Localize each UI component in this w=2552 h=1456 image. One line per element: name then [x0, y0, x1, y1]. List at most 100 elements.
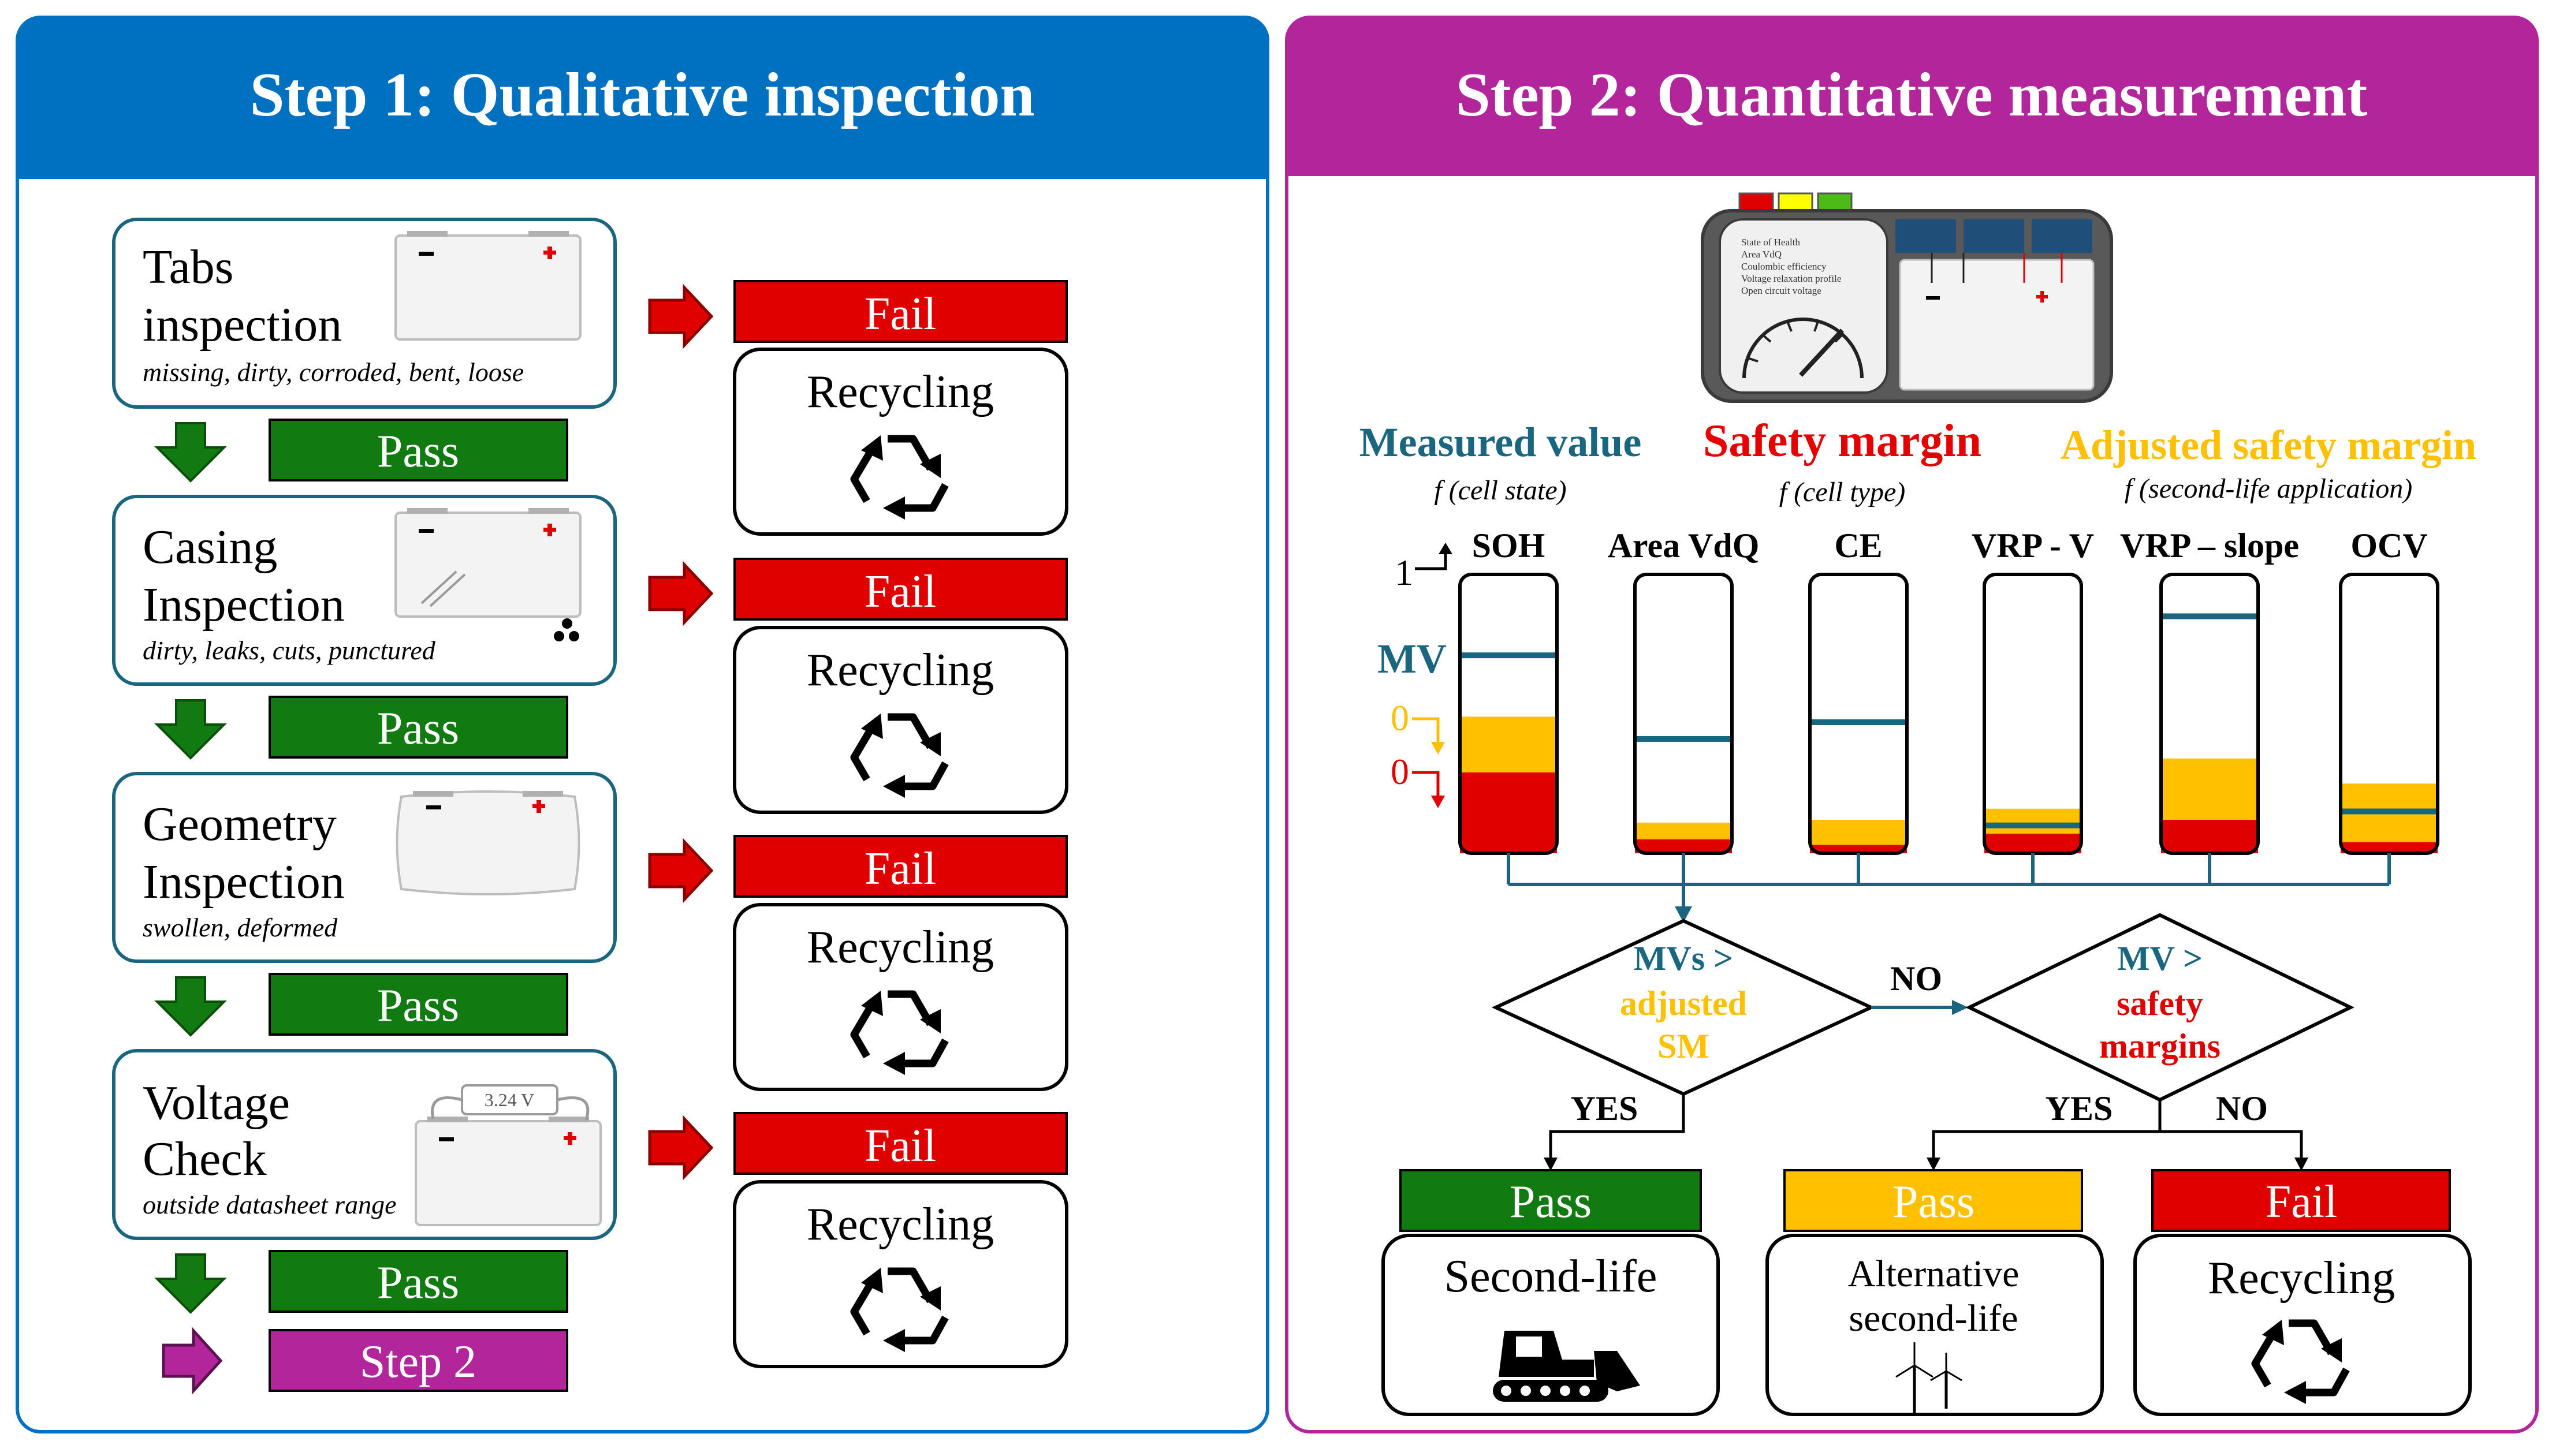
- pass-bar: Pass: [269, 419, 568, 481]
- arrow-right-icon: [648, 561, 714, 626]
- arrow-right-icon: [648, 1115, 714, 1181]
- outcome-status-bar: [1399, 1169, 1702, 1232]
- outcome-label-line2: second-life: [1849, 1297, 2018, 1339]
- no-label: NO: [1890, 960, 1942, 998]
- mv-label: MV: [1377, 636, 1447, 682]
- svg-text:Area VdQ: Area VdQ: [1741, 249, 1782, 260]
- check-title-line2: Inspection: [143, 578, 345, 632]
- fail-bar: Fail: [733, 280, 1068, 343]
- no-arrow-connector: NO: [1871, 960, 1968, 1015]
- arrow-down-icon: [154, 976, 227, 1037]
- check-geometry-inspection: Geometry Inspection swollen, deformed: [112, 772, 617, 963]
- check-casing-inspection: Casing Inspection dirty, leaks, cuts, pu…: [112, 495, 617, 686]
- voltmeter-icon: 3.24 V: [431, 1084, 590, 1121]
- decision-line1: MV >: [2117, 939, 2203, 977]
- battery-cell-icon: [415, 1115, 602, 1226]
- fail-bar: Fail: [733, 835, 1068, 898]
- decision-line2: safety: [2117, 984, 2203, 1022]
- gauge-label: SOH: [1472, 527, 1545, 565]
- check-criteria: outside datasheet range: [143, 1190, 397, 1219]
- pass-bar: Pass: [269, 696, 568, 759]
- recycling-label: Recycling: [807, 1199, 994, 1250]
- outcome-box: [1765, 1234, 2104, 1416]
- yes-label-left: YES: [1571, 1089, 1638, 1128]
- check-title-line2: Check: [143, 1132, 267, 1186]
- outcome-status-label: Fail: [2266, 1177, 2337, 1227]
- safety-margin-fill: [2161, 820, 2258, 853]
- outcome-status-label: Pass: [1510, 1177, 1592, 1227]
- pass-bar: Pass: [269, 973, 568, 1036]
- arrow-right-icon: [648, 838, 714, 904]
- safety-margin-fill: [1635, 839, 1732, 853]
- outcome-label: Recycling: [2208, 1253, 2395, 1304]
- decision-line2: adjusted: [1620, 984, 1747, 1022]
- branch-lines: YES YES NO: [1544, 1089, 2308, 1171]
- arrow-right-magenta-icon: [162, 1327, 223, 1395]
- safety-zero-label: 0: [1391, 751, 1409, 792]
- voltage-reading: 3.24 V: [485, 1089, 535, 1110]
- check-title-line2: inspection: [143, 298, 342, 352]
- no-label-right: NO: [2216, 1089, 2268, 1128]
- step2-title: Step 2: Quantitative measurement: [1456, 61, 2368, 129]
- check-voltage-check: Voltage Check outside datasheet range 3.…: [112, 1049, 617, 1240]
- recycling-label: Recycling: [807, 922, 994, 973]
- gauge-label: OCV: [2350, 527, 2427, 565]
- recycling-label: Recycling: [807, 645, 994, 696]
- arrow-down-icon: [154, 1253, 227, 1314]
- check-title-line1: Tabs: [143, 240, 233, 294]
- step2-header-bar: [1287, 17, 2537, 176]
- device-readout-list: State of Health Area VdQ Coulombic effic…: [1741, 237, 1841, 296]
- decision-safety-margins: MV > safety margins: [1965, 913, 2354, 1102]
- outcome-label: Second-life: [1444, 1251, 1657, 1302]
- svg-text:Coulombic efficiency: Coulombic efficiency: [1741, 261, 1827, 272]
- adjusted-zero-arrow-icon: [1412, 717, 1440, 746]
- legend-safety-margin: Safety margin: [1703, 416, 1981, 466]
- svg-text:Voltage relaxation profile: Voltage relaxation profile: [1741, 273, 1841, 284]
- outcome-status-bar: [1783, 1169, 2083, 1232]
- decision-line3: SM: [1657, 1027, 1709, 1065]
- legend-measured-value-sub: f (cell state): [1434, 475, 1566, 506]
- swollen-cell-icon: [396, 790, 580, 895]
- check-criteria: swollen, deformed: [143, 913, 338, 942]
- safety-zero-arrow-icon: [1412, 771, 1440, 800]
- outcome-box: [1381, 1234, 1720, 1416]
- outcome-second-life: Pass Second-life: [1381, 1169, 1720, 1416]
- legend: Measured value f (cell state) Safety mar…: [1359, 416, 2476, 507]
- gauge-background: [1984, 574, 2081, 853]
- gauge-label: VRP – slope: [2120, 527, 2299, 565]
- pass-label: Pass: [377, 980, 459, 1031]
- decision-line3: margins: [2099, 1027, 2221, 1065]
- check-criteria: missing, dirty, corroded, bent, loose: [143, 357, 524, 387]
- step1-header-bar: [17, 17, 1268, 179]
- safety-margin-fill: [1984, 834, 2081, 853]
- legend-adjusted-safety-margin: Adjusted safety margin: [2061, 422, 2476, 468]
- gauge-connector: [1508, 883, 2389, 923]
- safety-margin-fill: [2341, 842, 2438, 853]
- axis-top-arrow-icon: [1415, 550, 1447, 570]
- gauge-axis-annotations: 1 MV 0 0: [1377, 543, 1452, 808]
- check-tabs-inspection: Tabs inspection missing, dirty, corroded…: [112, 218, 617, 409]
- arrow-down-icon: [154, 699, 227, 760]
- leak-drops-icon: [554, 618, 579, 641]
- legend-measured-value: Measured value: [1359, 419, 1642, 465]
- adjusted-zero-label: 0: [1391, 697, 1409, 738]
- check-title-line1: Voltage: [143, 1076, 290, 1130]
- arrow-right-icon: [648, 283, 714, 349]
- svg-text:State of Health: State of Health: [1741, 237, 1800, 248]
- battery-cell-icon: [394, 230, 582, 341]
- pass-bar: Pass: [269, 1250, 568, 1313]
- safety-margin-fill: [1460, 772, 1557, 853]
- legend-safety-margin-sub: f (cell type): [1779, 477, 1906, 507]
- adjusted-safety-margin-fill: [2341, 783, 2438, 853]
- check-title-line1: Geometry: [143, 797, 337, 851]
- recycling-box: Recycling: [733, 348, 1068, 536]
- battery-tester-device-icon: State of Health Area VdQ Coulombic effic…: [1701, 192, 2113, 403]
- fail-label: Fail: [865, 566, 936, 617]
- yes-label-right: YES: [2046, 1089, 2113, 1128]
- step1-title: Step 1: Qualitative inspection: [249, 61, 1034, 129]
- step2-bar: Step 2: [269, 1329, 568, 1392]
- gauge-label: CE: [1834, 527, 1882, 565]
- check-title-line1: Casing: [143, 520, 277, 574]
- legend-adjusted-safety-margin-sub: f (second-life application): [2125, 473, 2413, 504]
